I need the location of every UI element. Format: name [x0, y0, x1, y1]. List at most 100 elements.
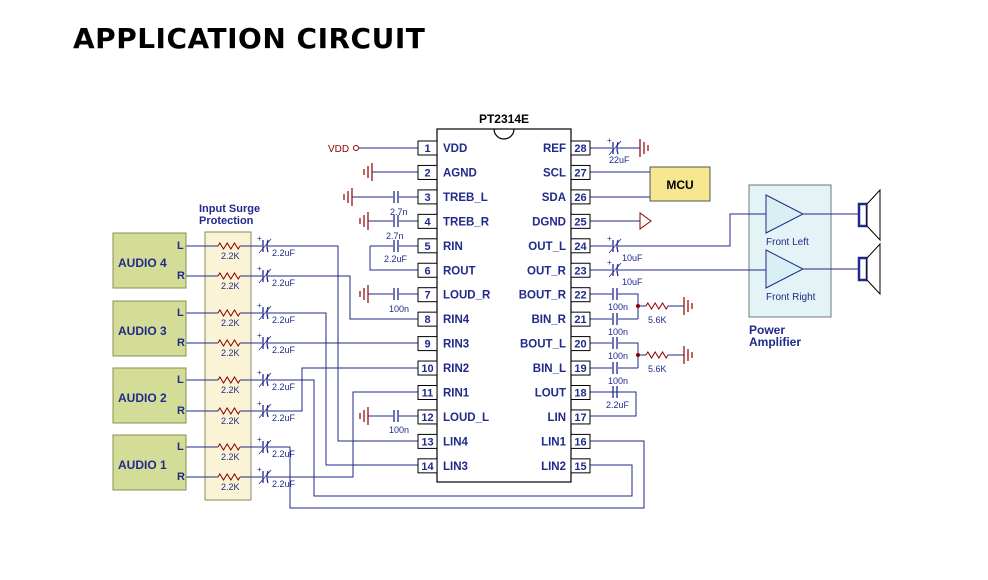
mcu-label: MCU — [666, 178, 693, 192]
audio-source-4-name: AUDIO 4 — [118, 256, 167, 270]
pin-27-label: SCL — [543, 167, 566, 179]
pin-14-label: LIN3 — [443, 461, 468, 473]
bass-l-resistor — [645, 351, 669, 359]
capacitor-arrow — [608, 262, 622, 278]
bass-l-capacitor-2-value: 100n — [608, 376, 628, 386]
components-layer: +++++++++++ — [217, 136, 693, 485]
input-surge-title-line1: Input Surge — [199, 203, 260, 215]
audio-source-3-right-label: R — [177, 337, 185, 349]
bass-r-resistor — [645, 302, 669, 310]
pin-24-number: 24 — [574, 241, 587, 253]
audio-source-2-left-label: L — [177, 374, 184, 386]
ref-capacitor: + — [607, 136, 622, 156]
polarity-plus: + — [607, 136, 612, 145]
pin-20-label: BOUT_L — [520, 339, 566, 351]
pin-26-box — [570, 189, 591, 205]
rin-capacitor-value: 2.2uF — [384, 254, 408, 264]
pin-2-number: 2 — [424, 167, 430, 179]
polarity-plus: + — [257, 331, 262, 340]
boxes-layer: PT2314E Input Surge Protection MCU Front… — [199, 112, 881, 501]
pin-8-number: 8 — [424, 314, 430, 326]
pin-17-label: LIN — [547, 412, 566, 424]
pin-9-number: 9 — [424, 339, 430, 351]
treb-l-ground-symbol — [343, 188, 353, 206]
capacitor-arrow — [258, 238, 272, 254]
pin-5-label: RIN — [443, 241, 463, 253]
pin-21-label: BIN_R — [531, 314, 566, 326]
audio-3-left-capacitor-value: 2.2uF — [272, 315, 296, 325]
pin-20-box — [570, 336, 591, 352]
capacitor-arrow — [258, 403, 272, 419]
audio-2-left-resistor — [217, 376, 241, 384]
pin-11-number: 11 — [422, 388, 434, 400]
capacitor-plate-curved — [266, 306, 269, 320]
capacitor-plate-curved — [616, 239, 619, 253]
audio-source-1-box — [112, 434, 187, 491]
pin-27-box — [570, 164, 591, 180]
pin-19-number: 19 — [574, 363, 586, 375]
bass-r-capacitor-1 — [612, 288, 618, 300]
audio-1-left-resistor-value: 2.2K — [221, 452, 240, 462]
wire-bout-l — [618, 342, 639, 368]
out-l-capacitor-value: 10uF — [622, 253, 643, 263]
polarity-plus: + — [257, 301, 262, 310]
audio-4-right-capacitor: + — [257, 264, 272, 284]
audio-source-2-box — [112, 367, 187, 424]
audio-3-left-capacitor: + — [257, 301, 272, 321]
polarity-plus: + — [257, 264, 262, 273]
pin-6-number: 6 — [424, 265, 430, 277]
chip-body — [436, 128, 572, 483]
pin-11-label: RIN1 — [443, 388, 470, 400]
audio-1-right-capacitor-value: 2.2uF — [272, 479, 296, 489]
pin-19-box — [570, 360, 591, 376]
audio-source-1-left-label: L — [177, 441, 184, 453]
audio-3-right-capacitor-value: 2.2uF — [272, 345, 296, 355]
pin-23-box — [570, 262, 591, 278]
audio-2-right-capacitor-value: 2.2uF — [272, 413, 296, 423]
capacitor-arrow — [258, 469, 272, 485]
pin-18-box — [570, 385, 591, 400]
treb-l-capacitor-value: 2.7n — [390, 207, 408, 217]
audio-1-right-capacitor: + — [257, 465, 272, 485]
audio-1-left-resistor — [217, 443, 241, 451]
front-right-speaker-icon — [857, 242, 881, 296]
capacitor-arrow — [608, 140, 622, 156]
wire-audio3-l-lin3 — [268, 312, 418, 466]
pin-25-box — [570, 213, 591, 229]
pin-12-number: 12 — [421, 412, 433, 424]
pin-8-box — [417, 311, 438, 327]
ref-ground-symbol — [639, 139, 649, 157]
pin-14-number: 14 — [421, 461, 434, 473]
pin-15-box — [570, 458, 591, 474]
treb-l-capacitor — [393, 191, 399, 203]
pin-13-number: 13 — [421, 436, 433, 448]
pin-28-number: 28 — [574, 143, 586, 155]
pin-2-box — [417, 164, 438, 180]
audio-1-right-resistor — [217, 473, 241, 481]
pin-21-box — [570, 311, 591, 327]
bass-l-resistor-value: 5.6K — [648, 364, 667, 374]
pin-18-label: LOUT — [535, 388, 566, 400]
polarity-plus: + — [257, 435, 262, 444]
pin-25-label: DGND — [532, 216, 566, 228]
wires-layer — [186, 147, 859, 509]
vdd-label: VDD — [328, 144, 349, 155]
pin-3-label: TREB_L — [443, 192, 488, 204]
pin-26-number: 26 — [574, 192, 586, 204]
polarity-plus: + — [607, 258, 612, 267]
audio-source-1-name: AUDIO 1 — [118, 458, 167, 472]
front-right-label: Front Right — [766, 292, 816, 303]
pin-3-box — [417, 189, 438, 205]
pin-7-label: LOUD_R — [443, 290, 491, 302]
loud-l-ground-symbol — [359, 407, 369, 425]
pin-1-label: VDD — [443, 143, 467, 155]
pin-22-number: 22 — [574, 290, 586, 302]
wire-rout — [369, 246, 418, 271]
pin-6-box — [417, 262, 438, 278]
bass-r-capacitor-2-value: 100n — [608, 327, 628, 337]
pin-1-number: 1 — [424, 143, 430, 155]
audio-3-right-resistor — [217, 339, 241, 347]
bass-r-capacitor-1-value: 100n — [608, 302, 628, 312]
audio-source-3-left-label: L — [177, 307, 184, 319]
pin-1-box — [417, 140, 438, 156]
